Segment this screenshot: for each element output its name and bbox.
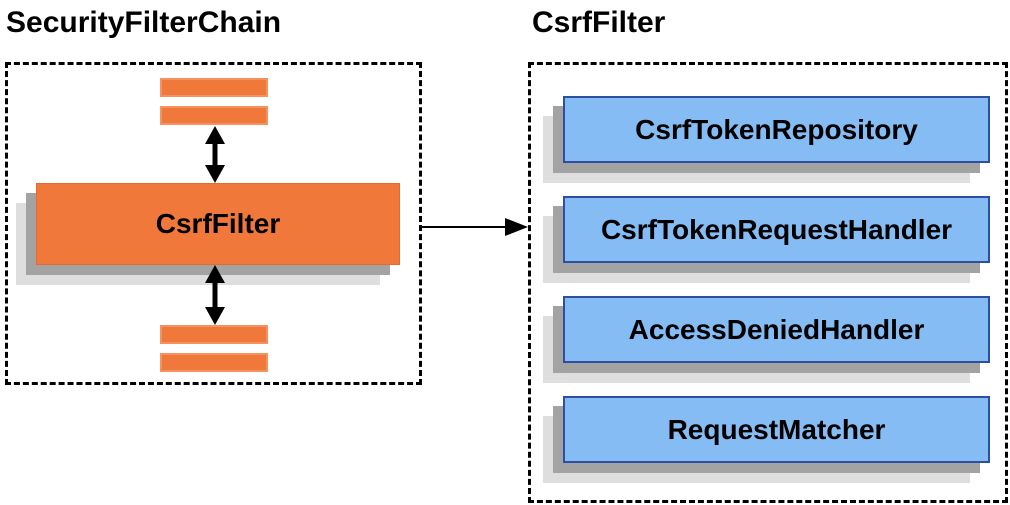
component-label: RequestMatcher xyxy=(667,413,886,445)
component-box-csrf-token-request-handler: CsrfTokenRequestHandler xyxy=(563,196,990,263)
csrf-filter-container: CsrfTokenRepository CsrfTokenRequestHand… xyxy=(528,62,1008,503)
filter-placeholder-bar xyxy=(160,106,268,125)
filter-placeholder-bar xyxy=(160,325,268,344)
up-down-arrow-icon xyxy=(202,265,228,325)
filter-placeholder-bar xyxy=(160,353,268,372)
filter-placeholder-bar xyxy=(160,78,268,97)
csrf-filter-box: CsrfFilter xyxy=(36,183,400,265)
component-box-access-denied-handler: AccessDeniedHandler xyxy=(563,296,990,363)
security-filter-chain-title: SecurityFilterChain xyxy=(6,6,282,39)
component-box-request-matcher: RequestMatcher xyxy=(563,396,990,463)
component-label: CsrfTokenRequestHandler xyxy=(600,213,953,245)
csrf-filter-box-label: CsrfFilter xyxy=(155,208,281,239)
right-arrow-icon xyxy=(421,217,529,237)
component-label: CsrfTokenRepository xyxy=(635,113,918,145)
up-down-arrow-icon xyxy=(202,126,228,183)
security-filter-chain-container: CsrfFilter xyxy=(5,62,422,385)
csrf-filter-title: CsrfFilter xyxy=(532,6,666,39)
component-label: AccessDeniedHandler xyxy=(628,313,925,345)
component-box-csrf-token-repository: CsrfTokenRepository xyxy=(563,96,990,163)
